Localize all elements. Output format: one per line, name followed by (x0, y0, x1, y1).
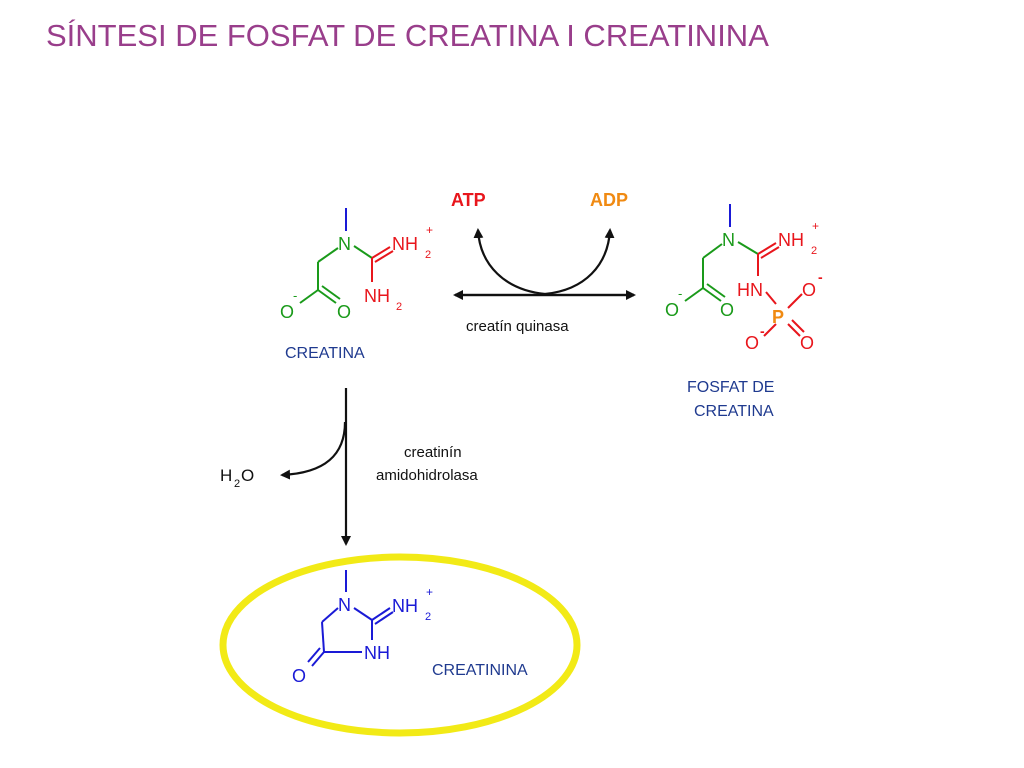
bond-c-nh2-b (374, 250, 394, 263)
fosfat-o-right: O (800, 333, 814, 353)
bond-c-o2a (702, 287, 722, 302)
creatinina-sub2: 2 (425, 611, 431, 623)
water-sub: 2 (234, 478, 240, 490)
creatina-nh2: NH (364, 286, 390, 306)
fosfat-plus: + (812, 219, 819, 233)
bond-c-o1 (684, 287, 704, 302)
adp-label: ADP (590, 190, 628, 210)
atp-label: ATP (451, 190, 486, 210)
creatina-plus: + (426, 223, 433, 237)
bond-c-nh2-b (760, 246, 780, 259)
bond-p-o-top (787, 293, 803, 309)
creatina-o2: O (337, 302, 351, 322)
fosfat-minus3: - (678, 286, 682, 301)
bond-n-c2 (353, 607, 373, 621)
bond-c4-o-b (307, 647, 321, 663)
creatine-kinase-reaction: ATP ADP creatín quinasa (451, 190, 636, 335)
fosfat-o1: O (665, 300, 679, 320)
creatinina-n: N (338, 595, 351, 615)
fosfat-creatina-molecule: N O - O NH 2 + HN P O - O - O FOSFAT DE … (665, 204, 823, 420)
adp-curve-arrow (544, 228, 615, 296)
amidohydrolase-reaction: H 2 O creatinín amidohidrolasa (220, 388, 478, 546)
bond-c4-o-a (311, 651, 325, 667)
bond-c-nh2-a (371, 246, 391, 259)
bond-n-ch2 (321, 607, 339, 623)
creatina-o1: O (280, 302, 294, 322)
fosfat-label-line1: FOSFAT DE (687, 379, 774, 396)
bond-n-c (737, 241, 759, 255)
fosfat-nh: NH (778, 230, 804, 250)
bond-c-o2b (321, 285, 341, 300)
atp-curve-arrow (473, 228, 546, 296)
creatinina-molecule: N NH 2 + NH O CREATININA (219, 553, 581, 737)
bond-p-o-right-a (787, 323, 801, 337)
creatina-n: N (338, 234, 351, 254)
bond-c-o2b (706, 283, 726, 298)
highlight-ellipse (219, 553, 581, 737)
enzyme-line2: amidohidrolasa (376, 467, 478, 484)
fosfat-sub2: 2 (811, 245, 817, 257)
creatina-label: CREATINA (285, 345, 365, 362)
creatinina-nh-ring: NH (364, 643, 390, 663)
creatinina-nh: NH (392, 596, 418, 616)
creatinina-plus: + (426, 585, 433, 599)
bond-ch2-c4 (321, 621, 325, 653)
creatinina-label: CREATININA (432, 662, 528, 679)
fosfat-o2: O (720, 300, 734, 320)
fosfat-hn: HN (737, 280, 763, 300)
fosfat-minus1: - (818, 269, 823, 285)
fosfat-o-top: O (802, 280, 816, 300)
bond-p-o-left (763, 323, 777, 337)
creatina-nh: NH (392, 234, 418, 254)
creatina-minus: - (293, 288, 297, 303)
creatinina-o: O (292, 666, 306, 686)
slide-title: SÍNTESI DE FOSFAT DE CREATINA I CREATINI… (46, 18, 769, 53)
fosfat-n: N (722, 230, 735, 250)
bond-c2-nh-a (371, 607, 391, 621)
fosfat-o-left: O (745, 333, 759, 353)
creatina-molecule: N O - O NH 2 + NH 2 CREATINA (280, 208, 433, 362)
water-o: O (241, 466, 254, 485)
bond-p-o-right-b (791, 319, 805, 333)
enzyme-creatin-quinasa: creatín quinasa (466, 318, 569, 335)
enzyme-line1: creatinín (404, 444, 462, 461)
bond-n-ch2 (317, 247, 339, 263)
bond-c-nh2-a (757, 242, 777, 255)
fosfat-label-line2: CREATINA (694, 403, 774, 420)
bond-n-c (353, 245, 373, 259)
bond-c2-nh-b (374, 611, 394, 625)
water-curve-arrow (280, 421, 347, 480)
bond-c-o1 (299, 289, 319, 304)
creatina-sub2b: 2 (396, 301, 402, 313)
bond-c-o2a (317, 289, 337, 304)
fosfat-p: P (772, 307, 784, 327)
bond-hn-p (765, 291, 777, 305)
bond-n-ch2 (702, 243, 723, 259)
fosfat-minus2: - (760, 323, 765, 339)
creatina-sub2a: 2 (425, 249, 431, 261)
water-h: H (220, 466, 232, 485)
